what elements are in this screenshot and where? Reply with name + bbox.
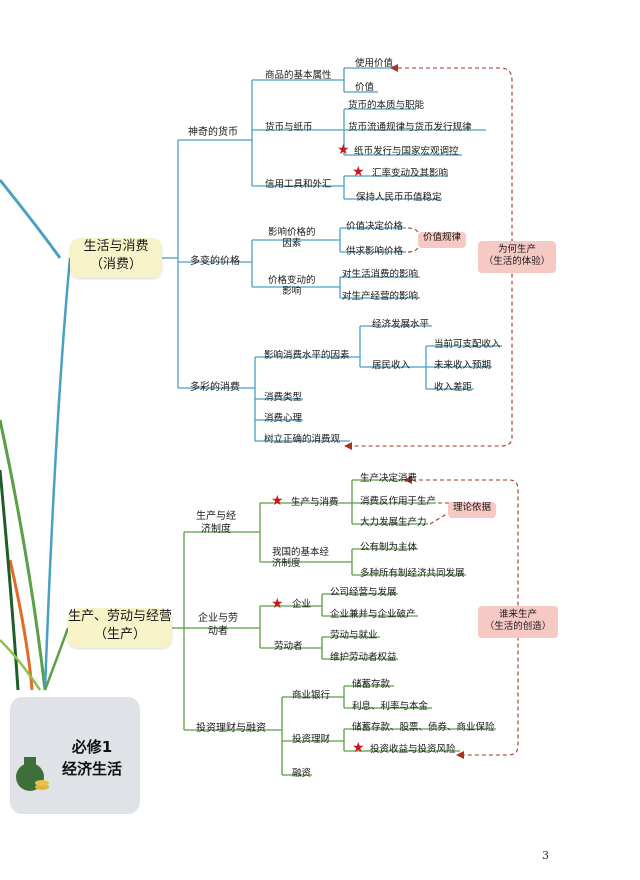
node-consume-type: 消费类型	[264, 392, 303, 403]
book-card	[10, 697, 140, 814]
node-line: 因素	[282, 238, 302, 250]
node-financing: 融资	[292, 768, 312, 779]
hub-colorful-consumption: 多彩的消费	[190, 382, 240, 393]
node-savings: 储蓄存款	[352, 679, 391, 690]
node-public-main: 公有制为主体	[360, 542, 418, 553]
spine-lime	[0, 639, 42, 691]
node-products: 储蓄存款、股票、债券、商业保险	[352, 722, 495, 733]
node-prod-decides: 生产决定消费	[360, 473, 418, 484]
node-consume-psych: 消费心理	[264, 413, 303, 424]
node-income-gap: 收入差距	[434, 382, 473, 393]
node-effect-life: 对生活消费的影响	[342, 269, 419, 280]
node-commercial-bank: 商业银行	[292, 690, 331, 701]
node-use-value: 使用价值	[355, 58, 394, 69]
node-company-ops: 公司经营与发展	[330, 587, 397, 598]
node-resident-income: 居民收入	[372, 360, 411, 371]
node-rights: 维护劳动者权益	[330, 652, 397, 663]
node-return-risk: 投资收益与投资风险	[370, 744, 456, 755]
hub-magic-money: 神奇的货币	[188, 127, 238, 138]
node-consume-reacts: 消费反作用于生产	[360, 496, 437, 507]
star-icon: ★	[271, 493, 284, 509]
tag-why-produce: 为何生产 （生活的体验）	[478, 241, 556, 273]
star-icon: ★	[352, 164, 365, 180]
spine-blue	[0, 179, 62, 259]
node-line: 价格变动的	[268, 275, 316, 286]
money-bag-icon	[16, 757, 49, 791]
page-number: 3	[542, 849, 549, 862]
node-interest: 利息、利率与本金	[352, 701, 429, 712]
node-paper-money: 货币与纸币	[265, 122, 313, 133]
hub-line: 动者	[208, 625, 228, 637]
node-laborer: 劳动者	[274, 641, 303, 652]
node-issue-macro: 纸币发行与国家宏观调控	[354, 146, 459, 157]
root-title: 生活与消费	[83, 239, 149, 254]
node-price-factors: 影响价格的 因素	[268, 227, 316, 250]
node-value-decides: 价值决定价格	[346, 221, 404, 232]
node-nature-function: 货币的本质与职能	[348, 100, 425, 111]
hub-changing-price: 多变的价格	[190, 256, 240, 267]
spine-root2-link	[43, 627, 70, 691]
node-line: 影响	[282, 286, 302, 298]
node-line: 我国的基本经	[272, 547, 330, 558]
node-future-income: 未来收入预期	[434, 360, 492, 371]
node-prod-consume: 生产与消费	[291, 497, 339, 508]
book-title: 必修1 经济生活	[52, 737, 132, 781]
spine-green	[0, 419, 47, 691]
hub-line: 生产与经	[196, 511, 236, 522]
hub-invest-finance: 投资理财与融资	[196, 723, 266, 734]
book-title-line1: 必修1	[71, 738, 113, 756]
node-money-attr: 商品的基本属性	[265, 70, 332, 81]
tag-line: 为何生产	[497, 244, 536, 255]
hub-line: 企业与劳	[198, 613, 238, 624]
root-subtitle: （生产）	[93, 626, 146, 642]
node-multi-ownership: 多种所有制经济共同发展	[360, 568, 465, 579]
tag-theory-basis: 理论依据	[448, 502, 496, 518]
root-subtitle: （消费）	[89, 256, 142, 272]
node-rmb-stable: 保持人民币币值稳定	[356, 192, 442, 203]
node-supply-demand: 供求影响价格	[346, 246, 404, 257]
node-right-view: 树立正确的消费观	[264, 434, 341, 445]
spine-root1-link	[43, 257, 72, 691]
node-develop-productivity: 大力发展生产力	[360, 517, 427, 528]
hub-enterprise-labor: 企业与劳 动者	[198, 613, 238, 638]
star-icon: ★	[271, 596, 284, 612]
root-production-labor: 生产、劳动与经营 （生产）	[68, 608, 172, 648]
node-merger-bankrupt: 企业兼并与企业破产	[330, 609, 416, 620]
node-line: 济制度	[272, 558, 301, 570]
node-econ-level: 经济发展水平	[372, 319, 430, 330]
node-disposable-income: 当前可支配收入	[434, 339, 501, 350]
tag-line: （生活的创造）	[484, 621, 552, 633]
tag-who-produces: 谁来生产 （生活的创造）	[478, 606, 558, 638]
node-value: 价值	[355, 82, 375, 93]
tag-line: （生活的体验）	[483, 256, 551, 268]
star-icon: ★	[337, 142, 350, 158]
node-price-effect: 价格变动的 影响	[268, 275, 316, 298]
node-enterprise: 企业	[292, 599, 312, 610]
tag-line: 谁来生产	[498, 609, 537, 620]
book-title-line2: 经济生活	[61, 759, 122, 778]
node-line: 影响价格的	[268, 227, 316, 238]
hub-line: 济制度	[201, 523, 231, 535]
root-title: 生产、劳动与经营	[68, 609, 173, 624]
node-circulation-law: 货币流通规律与货币发行规律	[348, 122, 472, 133]
node-invest-manage: 投资理财	[292, 734, 331, 745]
spine-dark	[0, 469, 20, 691]
node-exchange-rate: 汇率变动及其影响	[372, 168, 449, 179]
node-basic-system: 我国的基本经 济制度	[272, 547, 329, 570]
root-life-consumption: 生活与消费 （消费）	[70, 238, 162, 278]
tag-value-law: 价值规律	[418, 232, 466, 248]
node-labor-employment: 劳动与就业	[330, 630, 378, 641]
node-consume-factors: 影响消费水平的因素	[264, 350, 350, 361]
node-credit-forex: 信用工具和外汇	[265, 179, 332, 190]
star-icon: ★	[352, 740, 365, 756]
hub-production-system: 生产与经 济制度	[196, 511, 236, 536]
node-effect-production: 对生产经营的影响	[342, 291, 419, 302]
